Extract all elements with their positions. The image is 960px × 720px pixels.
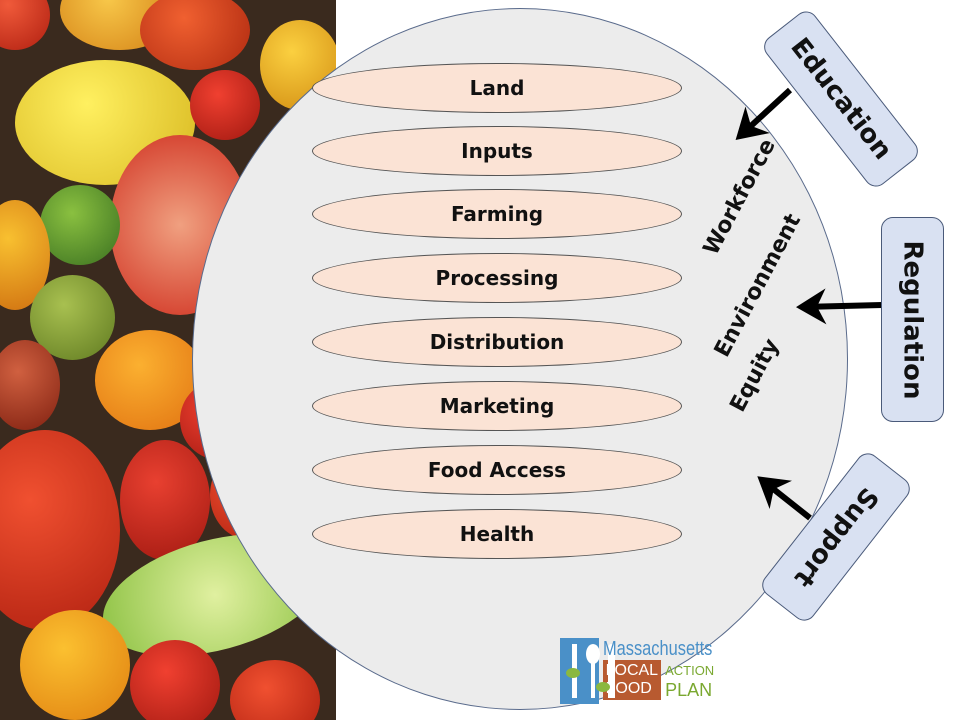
regulation-label: Regulation [897, 240, 928, 399]
support-arrow [757, 476, 812, 521]
stage-health: Health [312, 509, 682, 559]
logo-action: ACTION [665, 663, 715, 678]
logo-plan: PLAN [665, 680, 713, 700]
mass-local-food-action-plan-logo: Massachusetts LOCAL FOOD ACTION PLAN [560, 638, 736, 704]
stage-land: Land [312, 63, 682, 113]
stage-farming: Farming [312, 189, 682, 239]
logo-local: LOCAL [605, 662, 659, 679]
education-arrow [735, 87, 793, 141]
regulation-box: Regulation [881, 217, 944, 422]
stage-distribution: Distribution [312, 317, 682, 367]
stage-inputs: Inputs [312, 126, 682, 176]
fork-spoon-knife-icon [560, 638, 615, 704]
regulation-arrow [796, 288, 883, 325]
logo-massachusetts: Massachusetts [602, 638, 712, 660]
stage-food-access: Food Access [312, 445, 682, 495]
logo-food: FOOD [605, 680, 652, 697]
stage-marketing: Marketing [312, 381, 682, 431]
stage-processing: Processing [312, 253, 682, 303]
